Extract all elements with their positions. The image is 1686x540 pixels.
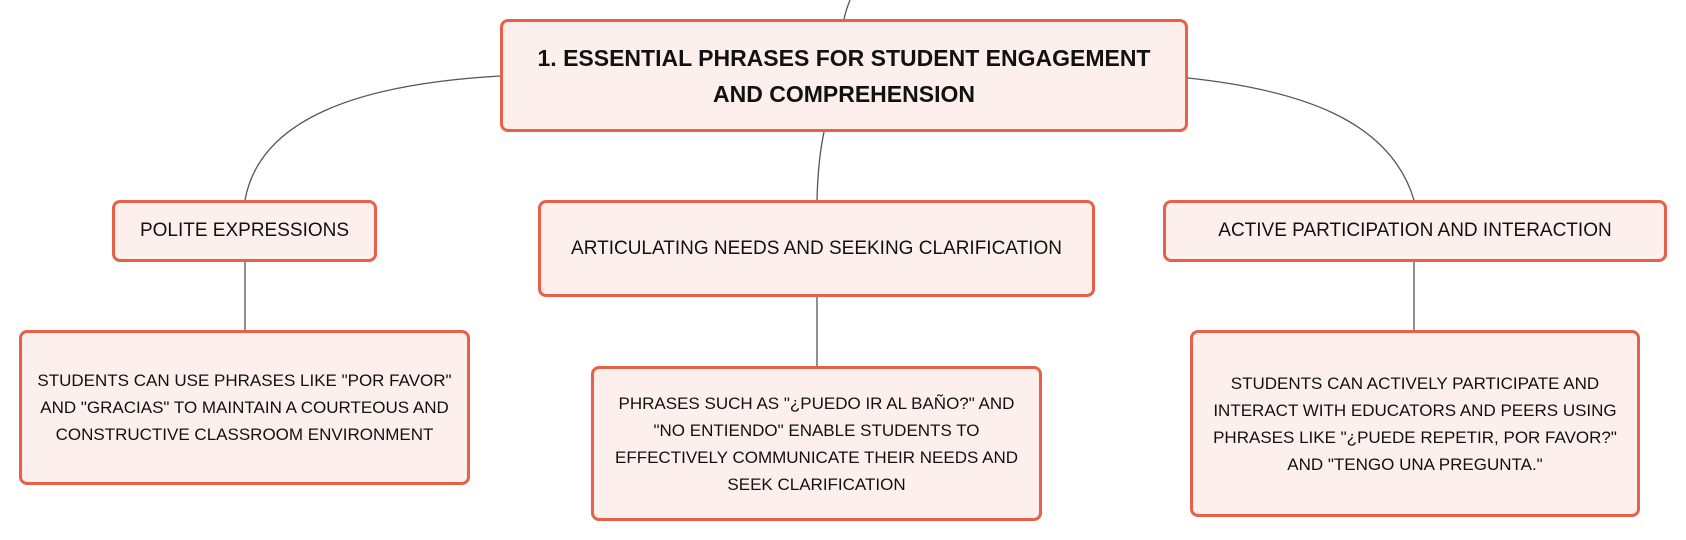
detail-text-articulating-needs: PHRASES SUCH AS "¿PUEDO IR AL BAÑO?" AND… (614, 393, 1019, 494)
connector-parent-to-root (843, 0, 851, 20)
topic-title-polite-expressions: POLITE EXPRESSIONS (139, 220, 350, 241)
topic-title-articulating-needs: ARTICULATING NEEDS AND SEEKING CLARIFICA… (571, 237, 1062, 259)
topic-node-polite-expressions[interactable]: POLITE EXPRESSIONS (112, 200, 377, 262)
detail-text-polite-expressions: STUDENTS CAN USE PHRASES LIKE "POR FAVOR… (37, 371, 452, 444)
connector-root-to-articulating-needs (816, 131, 825, 201)
root-topic-title: 1. ESSENTIAL PHRASES FOR STUDENT ENGAGEM… (537, 44, 1151, 107)
detail-node-articulating-needs[interactable]: PHRASES SUCH AS "¿PUEDO IR AL BAÑO?" AND… (591, 366, 1042, 521)
connector-root-to-polite-expressions (244, 75, 501, 201)
topic-node-articulating-needs[interactable]: ARTICULATING NEEDS AND SEEKING CLARIFICA… (538, 200, 1095, 297)
topic-node-active-participation[interactable]: ACTIVE PARTICIPATION AND INTERACTION (1163, 200, 1667, 262)
detail-node-active-participation[interactable]: STUDENTS CAN ACTIVELY PARTICIPATE AND IN… (1190, 330, 1640, 517)
root-topic-node[interactable]: 1. ESSENTIAL PHRASES FOR STUDENT ENGAGEM… (500, 19, 1188, 132)
connector-root-to-active-participation (1187, 77, 1415, 201)
detail-text-active-participation: STUDENTS CAN ACTIVELY PARTICIPATE AND IN… (1213, 373, 1617, 474)
topic-title-active-participation: ACTIVE PARTICIPATION AND INTERACTION (1218, 220, 1612, 241)
detail-node-polite-expressions[interactable]: STUDENTS CAN USE PHRASES LIKE "POR FAVOR… (19, 330, 470, 485)
